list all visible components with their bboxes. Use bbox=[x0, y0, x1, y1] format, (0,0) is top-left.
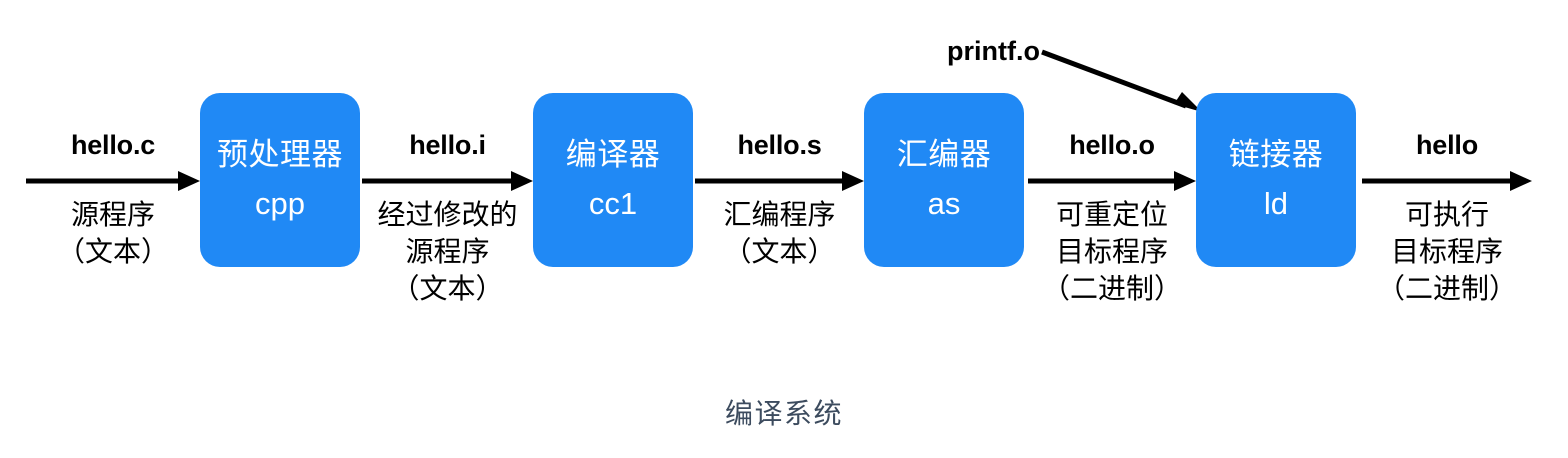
edge-desc-label: 可执行 目标程序 （二进制） bbox=[1362, 196, 1532, 308]
printf-object-label: printf.o bbox=[947, 36, 1040, 66]
stage-box-linker[interactable]: 链接器 ld bbox=[1196, 93, 1356, 267]
stage-box-assembler[interactable]: 汇编器 as bbox=[864, 93, 1024, 267]
edge-desc-line: 源程序 bbox=[405, 236, 490, 268]
arrow-icon bbox=[26, 171, 200, 191]
edge-file-label: hello.i bbox=[409, 130, 486, 160]
edge-desc-label: 可重定位 目标程序 （二进制） bbox=[1028, 196, 1196, 308]
edge-file-label: hello.o bbox=[1069, 130, 1155, 160]
edge-desc-line: 可重定位 bbox=[1055, 199, 1168, 230]
stage-title-cn: 链接器 bbox=[1228, 137, 1324, 173]
edge-desc-line: 可执行 bbox=[1404, 199, 1489, 230]
stage-box-compiler[interactable]: 编译器 cc1 bbox=[533, 93, 693, 267]
arrow-icon bbox=[362, 171, 533, 191]
edge-hello-c: hello.c 源程序 （文本） bbox=[26, 130, 200, 310]
edge-hello-i: hello.i 经过修改的 源程序 （文本） bbox=[362, 130, 533, 350]
edge-desc-line: （文本） bbox=[56, 236, 169, 268]
edge-file-label: hello.c bbox=[70, 130, 156, 160]
edge-desc-label: 源程序 （文本） bbox=[26, 196, 200, 270]
stage-title-en: ld bbox=[1263, 186, 1289, 221]
arrow-icon bbox=[1028, 171, 1196, 191]
edge-desc-label: 汇编程序 （文本） bbox=[695, 196, 864, 270]
stage-box-preprocessor[interactable]: 预处理器 cpp bbox=[200, 93, 360, 267]
stage-title-cn: 预处理器 bbox=[217, 137, 343, 173]
diagram-caption: 编译系统 bbox=[724, 398, 843, 429]
edge-file-label: hello.s bbox=[737, 130, 822, 160]
arrow-icon bbox=[1362, 171, 1532, 191]
edge-desc-line: （文本） bbox=[391, 273, 504, 305]
edge-hello-s: hello.s 汇编程序 （文本） bbox=[695, 130, 864, 310]
edge-desc-line: 汇编程序 bbox=[723, 199, 836, 230]
edge-desc-line: （二进制） bbox=[1041, 273, 1182, 305]
edge-desc-line: （二进制） bbox=[1376, 273, 1517, 305]
stage-title-en: cpp bbox=[255, 186, 305, 221]
stage-title-cn: 汇编器 bbox=[896, 137, 992, 173]
edge-desc-line: 目标程序 bbox=[1055, 236, 1168, 268]
stage-title-en: as bbox=[927, 186, 961, 221]
edge-desc-line: （文本） bbox=[723, 236, 836, 268]
edge-desc-line: 经过修改的 bbox=[377, 199, 518, 230]
arrow-icon bbox=[695, 171, 864, 191]
edge-desc-line: 源程序 bbox=[70, 199, 155, 230]
edge-desc-label: 经过修改的 源程序 （文本） bbox=[362, 196, 533, 308]
stage-title-en: cc1 bbox=[588, 186, 638, 221]
diagonal-arrow-icon bbox=[1041, 49, 1202, 112]
stage-title-cn: 编译器 bbox=[565, 137, 661, 173]
edge-hello-o: hello.o 可重定位 目标程序 （二进制） bbox=[1028, 130, 1196, 350]
edge-desc-line: 目标程序 bbox=[1390, 236, 1503, 268]
edge-hello-executable: hello 可执行 目标程序 （二进制） bbox=[1362, 130, 1532, 350]
edge-file-label: hello bbox=[1415, 130, 1478, 160]
